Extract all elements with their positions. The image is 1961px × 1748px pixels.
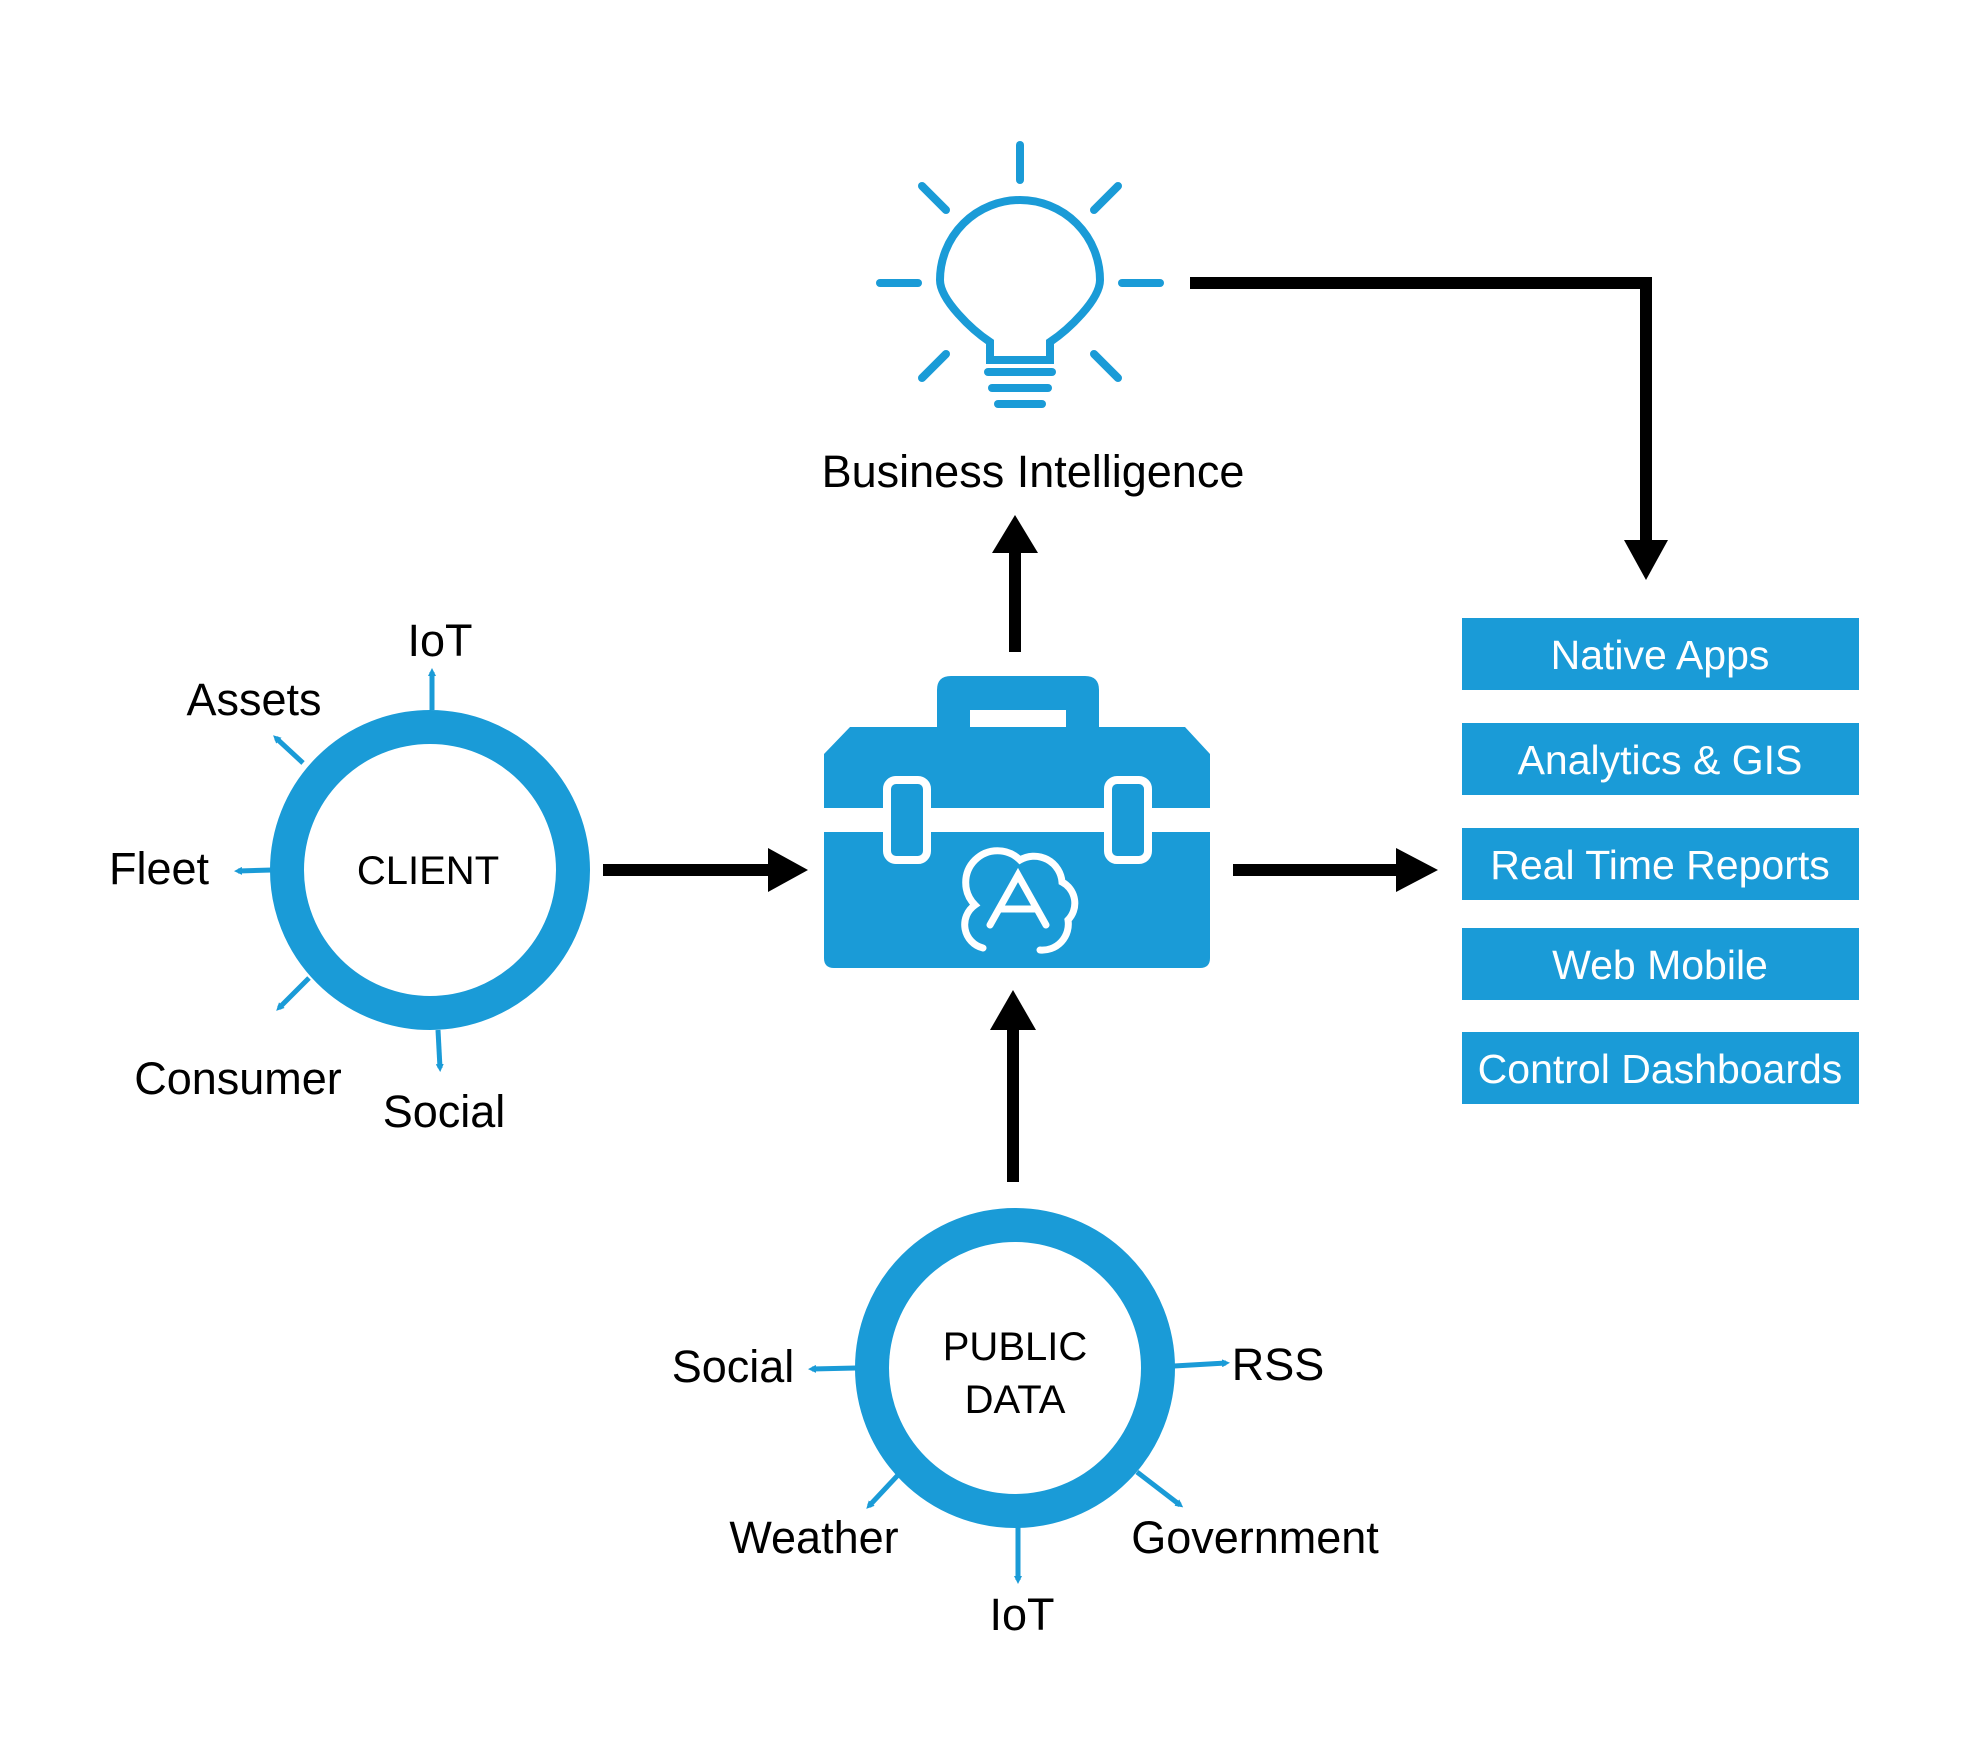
public-data-node: PUBLIC DATA Social RSS Weather IoT Gover… bbox=[672, 1208, 1379, 1640]
lightbulb-icon bbox=[876, 141, 1164, 408]
client-spoke-label-consumer: Consumer bbox=[134, 1053, 342, 1104]
output-real-time-reports[interactable]: Real Time Reports bbox=[1462, 828, 1859, 900]
public-spoke-social bbox=[808, 1364, 857, 1373]
client-spoke-consumer bbox=[276, 976, 311, 1011]
client-label: CLIENT bbox=[357, 849, 499, 893]
output-label: Native Apps bbox=[1551, 632, 1770, 678]
public-data-label-line2: DATA bbox=[965, 1378, 1066, 1422]
output-label: Control Dashboards bbox=[1478, 1046, 1843, 1092]
client-spoke-social bbox=[435, 1029, 444, 1072]
output-label: Real Time Reports bbox=[1490, 842, 1830, 888]
output-label: Analytics & GIS bbox=[1518, 737, 1803, 783]
public-spoke-rss bbox=[1173, 1359, 1230, 1369]
client-spoke-fleet bbox=[234, 866, 273, 875]
toolbox-icon bbox=[824, 676, 1210, 968]
arrow-public-to-hub-head bbox=[990, 990, 1036, 1030]
flow-arrows bbox=[603, 277, 1668, 1182]
public-spoke-label-weather: Weather bbox=[729, 1512, 898, 1563]
client-spoke-label-iot: IoT bbox=[407, 615, 472, 666]
public-spoke-label-social: Social bbox=[672, 1341, 795, 1392]
arrow-client-to-hub-head bbox=[768, 848, 808, 892]
arrow-bi-to-outputs-head bbox=[1624, 540, 1668, 580]
output-control-dashboards[interactable]: Control Dashboards bbox=[1462, 1032, 1859, 1104]
client-spoke-label-assets: Assets bbox=[186, 674, 321, 725]
output-list: Native Apps Analytics & GIS Real Time Re… bbox=[1462, 618, 1859, 1104]
client-spoke-label-fleet: Fleet bbox=[109, 843, 210, 894]
arrow-hub-to-bi-head bbox=[992, 515, 1038, 553]
arrow-bi-to-outputs bbox=[1190, 277, 1652, 545]
client-node: CLIENT IoT Assets Fleet Consumer Social bbox=[109, 615, 590, 1137]
public-spoke-weather bbox=[866, 1473, 900, 1509]
client-spoke-label-social: Social bbox=[383, 1086, 506, 1137]
business-intelligence-label: Business Intelligence bbox=[822, 446, 1245, 497]
public-spoke-label-rss: RSS bbox=[1232, 1339, 1325, 1390]
arrow-hub-to-outputs-head bbox=[1396, 848, 1438, 892]
public-spoke-government bbox=[1135, 1470, 1184, 1508]
client-spoke-assets bbox=[273, 735, 305, 765]
public-spoke-label-iot: IoT bbox=[989, 1589, 1054, 1640]
cloud-a-logo-icon bbox=[961, 847, 1079, 954]
output-label: Web Mobile bbox=[1552, 942, 1768, 988]
public-spoke-label-government: Government bbox=[1131, 1512, 1379, 1563]
output-native-apps[interactable]: Native Apps bbox=[1462, 618, 1859, 690]
output-web-mobile[interactable]: Web Mobile bbox=[1462, 928, 1859, 1000]
output-analytics-gis[interactable]: Analytics & GIS bbox=[1462, 723, 1859, 795]
public-data-label-line1: PUBLIC bbox=[943, 1325, 1088, 1369]
